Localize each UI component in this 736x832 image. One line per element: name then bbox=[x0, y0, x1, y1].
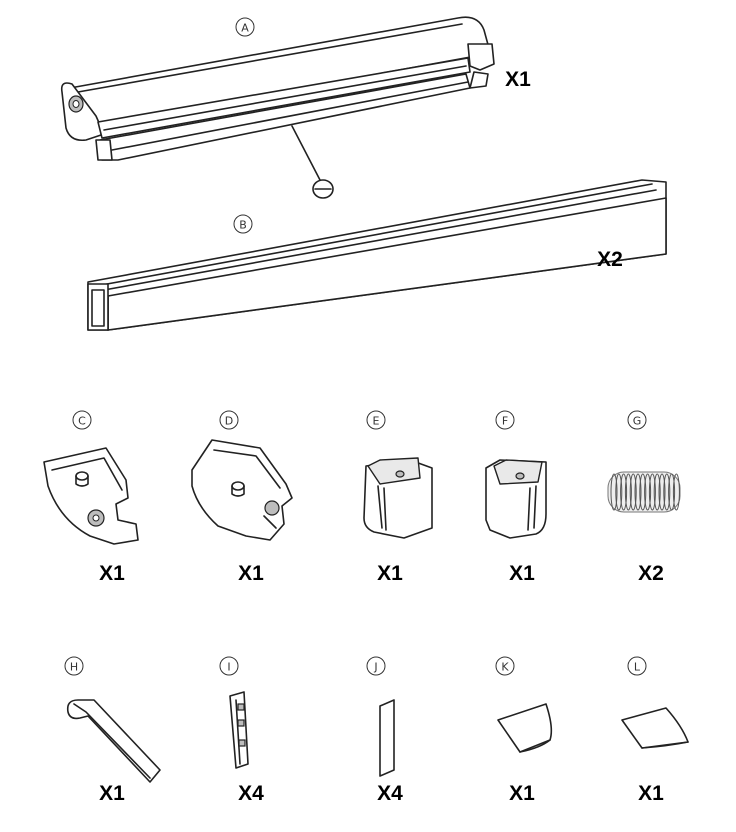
qty-l: X1 bbox=[638, 782, 664, 805]
spring-coil bbox=[634, 473, 642, 511]
label-d: D X1 bbox=[219, 410, 264, 585]
qty-j: X4 bbox=[377, 782, 403, 805]
spring-coil bbox=[658, 473, 666, 511]
label-k: K X1 bbox=[495, 656, 535, 805]
label-e: E X1 bbox=[366, 410, 403, 585]
part-letter-d: D bbox=[225, 415, 233, 428]
part-letter-l: L bbox=[634, 661, 641, 674]
spring-coil bbox=[648, 473, 656, 511]
label-circle bbox=[219, 656, 239, 676]
part-letter-k: K bbox=[501, 661, 509, 674]
label-circle bbox=[366, 410, 386, 430]
spring-coil bbox=[615, 473, 623, 511]
part-letter-b: B bbox=[239, 219, 247, 232]
headrail-icon bbox=[60, 16, 495, 199]
strip-j-icon bbox=[379, 699, 395, 777]
qty-i: X4 bbox=[238, 782, 264, 805]
label-l: L X1 bbox=[627, 656, 664, 805]
qty-h: X1 bbox=[99, 782, 125, 805]
qty-g: X2 bbox=[638, 562, 664, 585]
clip-insert-i-icon bbox=[229, 691, 249, 769]
spring-coil bbox=[672, 473, 680, 511]
label-circle bbox=[235, 17, 255, 37]
spring-coil bbox=[620, 473, 628, 511]
part-letter-g: G bbox=[633, 415, 642, 428]
label-circle bbox=[72, 410, 92, 430]
label-f: F X1 bbox=[495, 410, 535, 585]
spring-coil bbox=[639, 473, 647, 511]
hex-key-h-icon bbox=[66, 699, 161, 783]
spring-coil bbox=[668, 473, 676, 511]
spring-coil bbox=[663, 473, 671, 511]
part-letter-f: F bbox=[502, 415, 508, 428]
label-circle bbox=[366, 656, 386, 676]
qty-a: X1 bbox=[505, 68, 531, 91]
label-j: J X4 bbox=[366, 656, 403, 805]
label-circle bbox=[495, 656, 515, 676]
qty-k: X1 bbox=[509, 782, 535, 805]
end-cap-f-icon bbox=[485, 459, 547, 539]
part-letter-h: H bbox=[70, 661, 78, 674]
label-h: H X1 bbox=[64, 656, 125, 805]
label-c: C X1 bbox=[72, 410, 125, 585]
bottom-rail-icon bbox=[87, 179, 667, 331]
cover-cap-k-icon bbox=[497, 703, 553, 753]
part-letter-j: J bbox=[373, 661, 377, 674]
label-circle bbox=[627, 410, 647, 430]
qty-b: X2 bbox=[597, 248, 623, 271]
qty-e: X1 bbox=[377, 562, 403, 585]
spring-coil bbox=[629, 473, 637, 511]
part-letter-a: A bbox=[241, 22, 249, 35]
spring-coil bbox=[624, 473, 632, 511]
label-g: G X2 bbox=[627, 410, 664, 585]
bracket-d-icon bbox=[191, 439, 293, 541]
label-circle bbox=[495, 410, 515, 430]
qty-c: X1 bbox=[99, 562, 125, 585]
end-cap-e-icon bbox=[363, 457, 433, 539]
qty-d: X1 bbox=[238, 562, 264, 585]
spring-coil bbox=[644, 473, 652, 511]
label-i: I X4 bbox=[219, 656, 264, 805]
qty-f: X1 bbox=[509, 562, 535, 585]
spring-coil bbox=[653, 473, 661, 511]
label-circle bbox=[627, 656, 647, 676]
spring-coil bbox=[610, 473, 618, 511]
part-letter-e: E bbox=[373, 415, 380, 428]
bracket-c-icon bbox=[43, 447, 139, 545]
part-letter-i: I bbox=[227, 661, 230, 674]
label-a: A X1 bbox=[235, 17, 531, 91]
label-circle bbox=[64, 656, 84, 676]
label-circle bbox=[233, 214, 253, 234]
label-circle bbox=[219, 410, 239, 430]
part-letter-c: C bbox=[78, 415, 86, 428]
spring-g-icon bbox=[607, 471, 681, 513]
cover-cap-l-icon bbox=[621, 707, 689, 749]
label-b: B X2 bbox=[233, 214, 623, 271]
